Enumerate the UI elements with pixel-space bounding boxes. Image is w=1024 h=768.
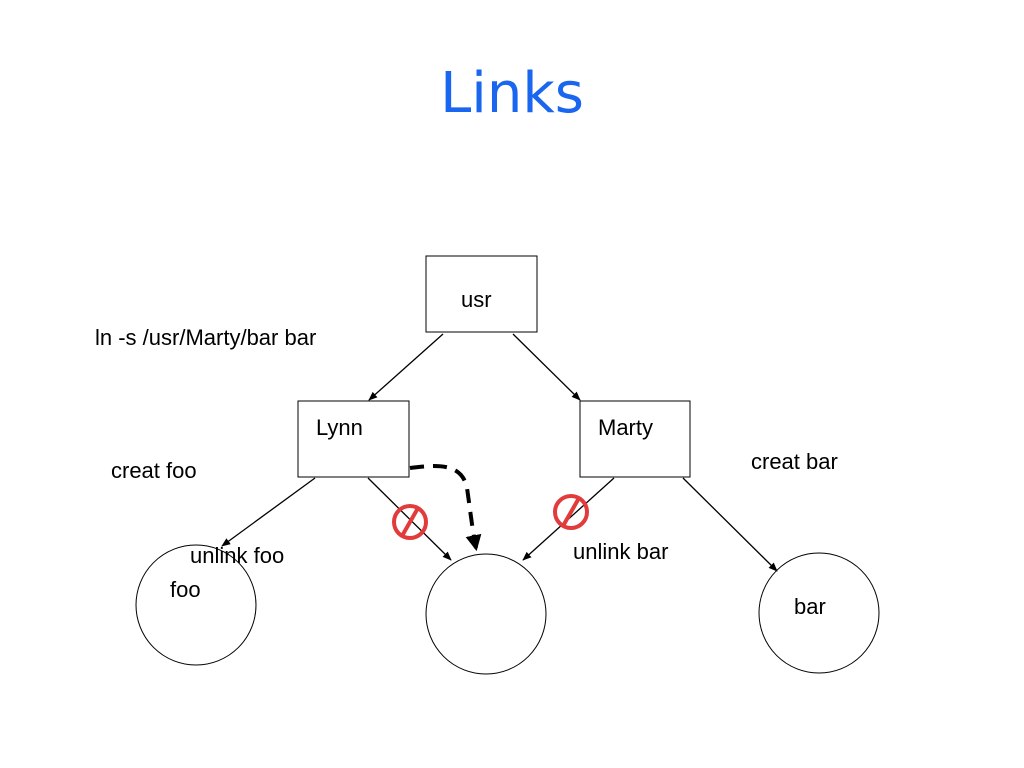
creat-foo-annotation: creat foo [111,458,197,483]
bar-file-circle [758,552,880,674]
usr-label: usr [461,287,492,312]
prohibited-icon [553,494,589,530]
foo-file-circle [135,544,257,666]
marty-label: Marty [598,415,653,440]
unlink-bar-annotation: unlink bar [573,539,669,564]
usr-directory-box [425,255,538,333]
unlink-foo-annotation: unlink foo [190,543,285,568]
slide-title: Links [440,61,584,126]
edge-marty-bar [682,477,778,572]
lynn-directory-box [297,400,410,478]
shared-inode-circle [425,553,547,675]
edge-usr-lynn [368,333,444,401]
ln-command-annotation: ln -s /usr/Marty/bar bar [95,325,317,350]
marty-directory-box [579,400,691,478]
edge-usr-marty [512,333,581,401]
lynn-label: Lynn [316,415,363,440]
foo-label: foo [170,577,201,602]
creat-bar-annotation: creat bar [751,449,838,474]
bar-label: bar [794,594,826,619]
prohibited-icon [392,504,428,540]
edge-lynn-foo [221,477,316,547]
